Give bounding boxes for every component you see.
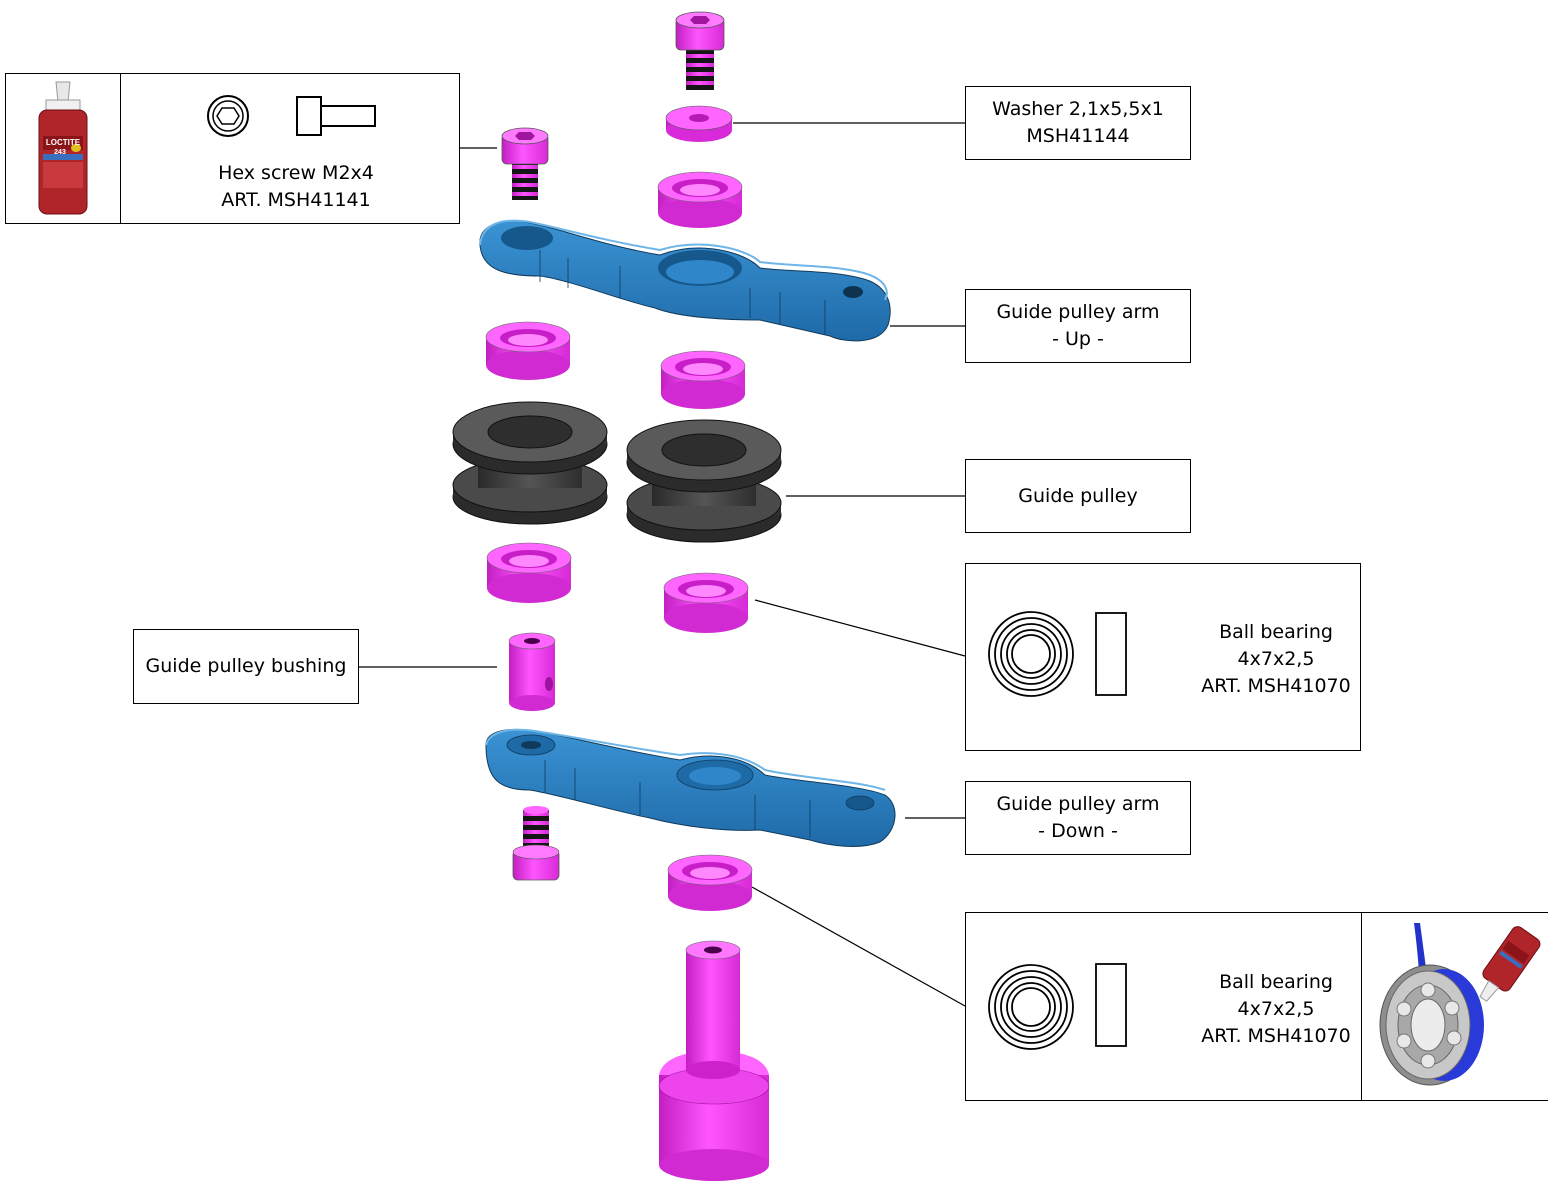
bearing-lower-callout: Ball bearing 4x7x2,5 ART. MSH41070 [965, 912, 1548, 1101]
guide-pulley-left-part [452, 401, 608, 525]
washer-part [665, 105, 733, 142]
loctite-brand-text: LOCTITE [46, 138, 81, 147]
bearing-icons [988, 963, 1127, 1050]
arm-down-position: - Down - [1038, 820, 1118, 842]
hex-screw-article: ART. MSH41141 [221, 189, 371, 211]
guide-pulley-right-part [626, 419, 782, 543]
hex-screw-icons [207, 95, 376, 137]
bearing-front-icon [988, 611, 1074, 697]
pulley-callout: Guide pulley [965, 459, 1191, 533]
bearing-mid-right [660, 350, 746, 409]
bushing-callout: Guide pulley bushing [133, 629, 359, 704]
bearing-top-right [657, 171, 743, 228]
guide-pulley-arm-down-part [485, 728, 896, 847]
bushing-name: Guide pulley bushing [145, 655, 347, 677]
bearing-lower-article: ART. MSH41070 [1201, 1025, 1351, 1047]
bearing-upper-size: 4x7x2,5 [1237, 648, 1315, 670]
guide-pulley-bushing-part [508, 632, 556, 711]
bearing-upper-name: Ball bearing [1219, 621, 1333, 643]
bearing-upper-article: ART. MSH41070 [1201, 675, 1351, 697]
screw-side-icon [296, 96, 376, 136]
arm-down-name: Guide pulley arm [996, 793, 1160, 815]
bearing-with-loctite-image [1361, 913, 1548, 1100]
bearings [485, 171, 753, 911]
washer-name: Washer 2,1x5,5x1 [992, 98, 1164, 120]
bearing-lower-name: Ball bearing [1219, 971, 1333, 993]
bearing-lower-size: 4x7x2,5 [1237, 998, 1315, 1020]
arm-down-callout: Guide pulley arm - Down - [965, 781, 1191, 855]
loctite-bottle-image: LOCTITE 243 [6, 74, 121, 223]
hex-screw-name: Hex screw M2x4 [218, 162, 374, 184]
bearing-side-icon [1095, 612, 1127, 696]
bearing-icons [988, 611, 1127, 697]
left-hex-screw [501, 127, 549, 200]
top-hex-screw [675, 11, 725, 90]
hex-screw-callout: LOCTITE 243 Hex screw M2x4 ART. MSH41141 [5, 73, 460, 224]
bearing-front-icon [988, 964, 1074, 1050]
washer-code: MSH41144 [1026, 125, 1130, 147]
bottom-hex-screw [512, 806, 560, 881]
guide-pulley-arm-up-part [479, 219, 891, 342]
bearing-upper-callout: Ball bearing 4x7x2,5 ART. MSH41070 [965, 563, 1361, 751]
arm-up-name: Guide pulley arm [996, 301, 1160, 323]
washer-callout: Washer 2,1x5,5x1 MSH41144 [965, 86, 1191, 160]
hex-socket-icon [207, 95, 249, 137]
leader-lines [358, 122, 966, 1007]
shaft-part [658, 940, 770, 1181]
arm-up-callout: Guide pulley arm - Up - [965, 289, 1191, 363]
bearing-low-right [663, 572, 749, 633]
bearing-low-left [486, 542, 572, 603]
pulley-name: Guide pulley [1018, 485, 1138, 507]
arm-up-position: - Up - [1052, 328, 1104, 350]
bearing-mid-left [485, 321, 571, 380]
bearing-bottom [667, 854, 753, 911]
loctite-number-text: 243 [54, 149, 66, 156]
bearing-side-icon [1095, 963, 1127, 1047]
